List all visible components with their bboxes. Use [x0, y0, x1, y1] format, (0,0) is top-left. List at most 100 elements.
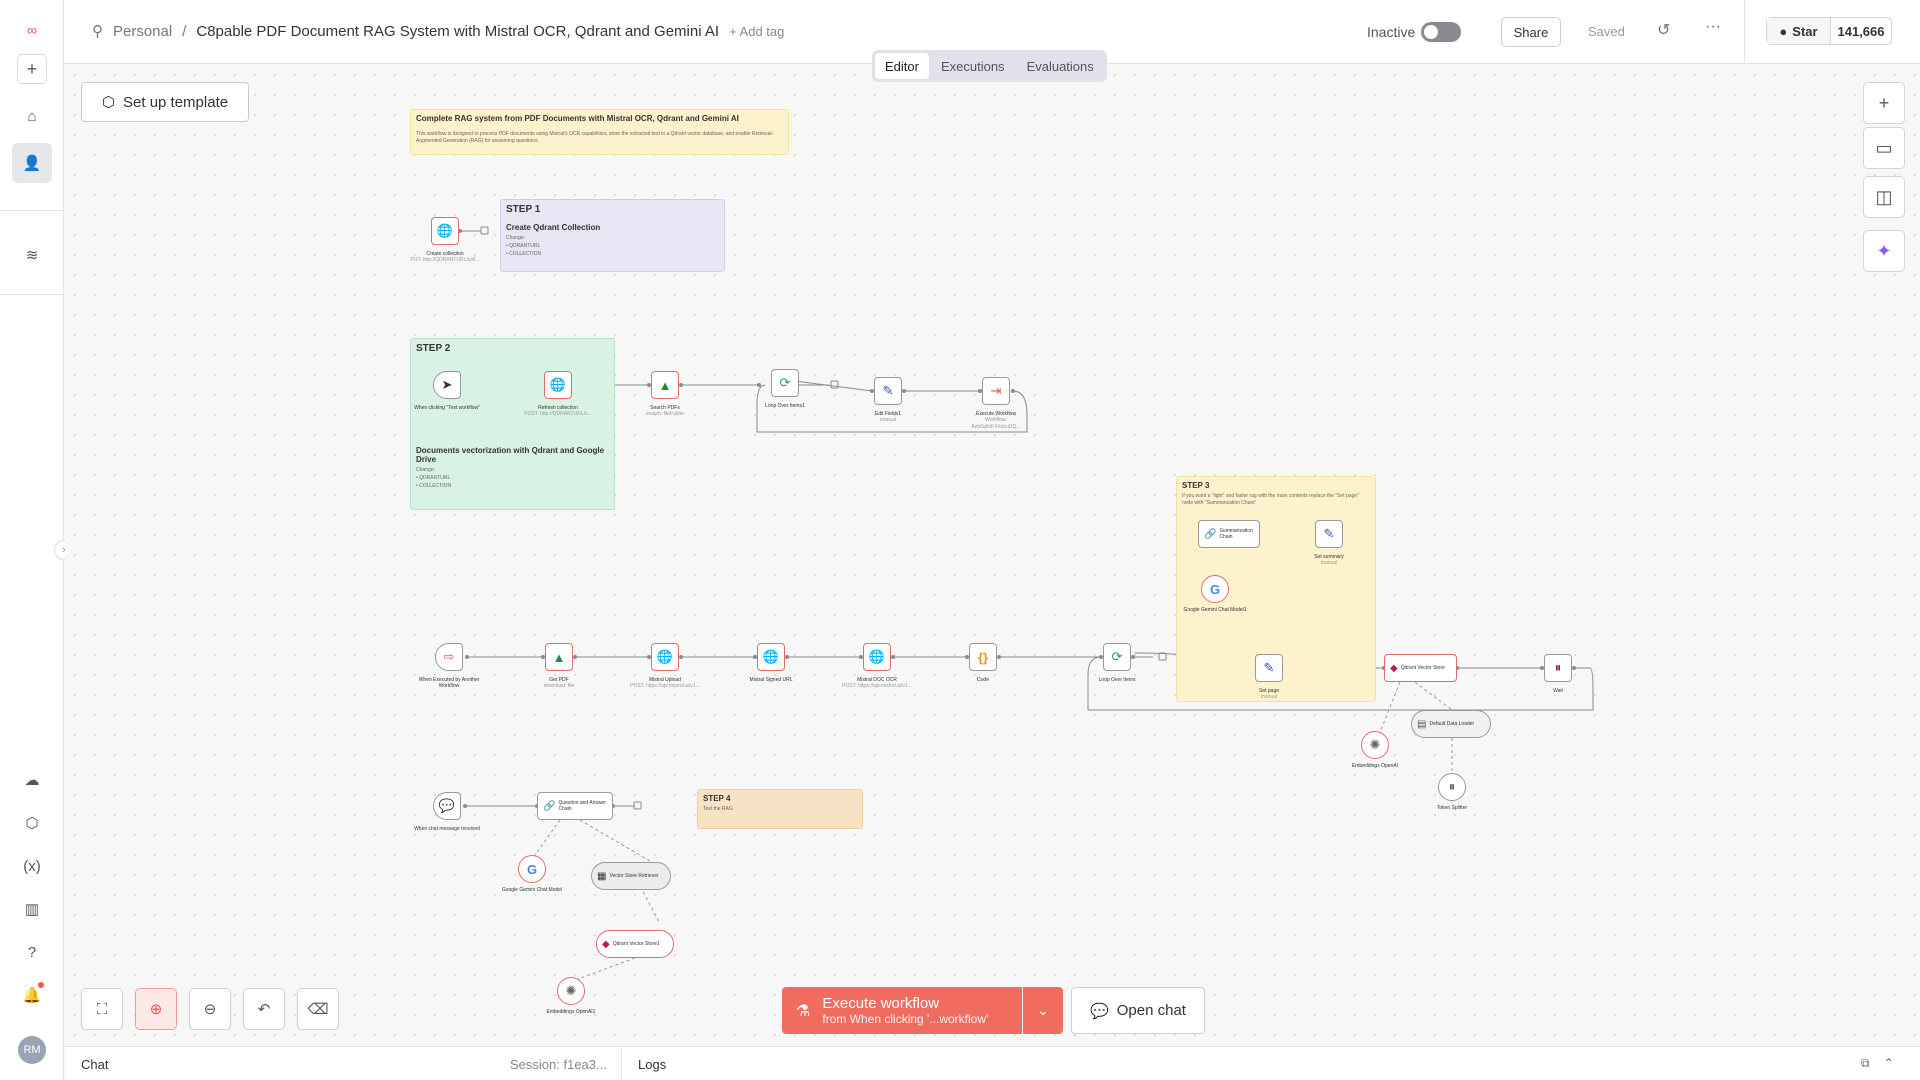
- sticky-note-step4[interactable]: STEP 4 Test the RAG: [697, 789, 863, 829]
- session-id: Session: f1ea3...: [510, 1057, 607, 1072]
- breadcrumb-workspace[interactable]: Personal: [113, 22, 173, 40]
- breadcrumb: ⚲ Personal / C8pable PDF Document RAG Sy…: [92, 22, 785, 41]
- chat-panel-label[interactable]: Chat: [81, 1057, 109, 1072]
- node-label: Embeddings OpenAI: [1351, 763, 1399, 769]
- user-icon[interactable]: 👤: [12, 143, 52, 183]
- sticky-note-step2[interactable]: STEP 2 Documents vectorization with Qdra…: [410, 338, 615, 510]
- node-mistral-upload[interactable]: 🌐: [651, 643, 679, 671]
- node-code[interactable]: {}: [969, 643, 997, 671]
- node-subtitle: manual: [1260, 694, 1278, 701]
- node-get-pdf[interactable]: ▲: [545, 643, 573, 671]
- node-qa-chain[interactable]: 🔗Question and Answer Chain: [537, 792, 613, 820]
- chevron-down-icon[interactable]: ⌄: [1023, 987, 1063, 1034]
- logs-panel-label[interactable]: Logs: [638, 1057, 667, 1072]
- pause-icon: ⏸: [1554, 660, 1562, 675]
- layers-icon[interactable]: ≋: [25, 247, 39, 264]
- node-refresh-collection[interactable]: 🌐: [544, 371, 572, 399]
- node-gemini-chat-model1[interactable]: G: [1201, 575, 1229, 603]
- link-icon: 🔗: [543, 800, 556, 812]
- node-default-data-loader[interactable]: ▤Default Data Loader: [1411, 710, 1491, 738]
- workflow-canvas[interactable]: ⬡Set up template Complete RAG system fro…: [65, 65, 1920, 1045]
- sticky-note-intro[interactable]: Complete RAG system from PDF Documents w…: [410, 109, 789, 155]
- node-create-collection[interactable]: 🌐: [431, 217, 459, 245]
- node-label: Token Splitter: [1436, 805, 1468, 811]
- execute-workflow-button[interactable]: ⚗ Execute workflow from When clicking '.…: [782, 987, 1022, 1034]
- loop-icon: ⟳: [779, 375, 791, 390]
- node-embeddings-openai[interactable]: ✺: [1361, 731, 1389, 759]
- home-icon[interactable]: ⌂: [27, 107, 37, 125]
- add-node-icon[interactable]: +: [1863, 82, 1905, 124]
- panel-icon[interactable]: ◫: [1863, 176, 1905, 218]
- github-star-button[interactable]: ●Star 141,666: [1766, 17, 1892, 45]
- node-executed-trigger[interactable]: ⇨: [435, 643, 463, 671]
- plus-icon[interactable]: +: [17, 54, 47, 84]
- node-token-splitter[interactable]: ⏸: [1438, 773, 1466, 801]
- node-set-page[interactable]: ✎: [1255, 654, 1283, 682]
- pencil-icon: ✎: [1323, 526, 1335, 541]
- node-label: Wait: [1553, 688, 1563, 694]
- setup-template-button[interactable]: ⬡Set up template: [81, 82, 249, 122]
- avatar[interactable]: RM: [18, 1036, 46, 1064]
- openai-icon: ✺: [1369, 737, 1381, 752]
- n8n-logo-icon[interactable]: ∞: [27, 22, 37, 38]
- zoom-fit-icon[interactable]: ⛶: [81, 988, 123, 1030]
- node-loop-over-items1[interactable]: ⟳: [771, 369, 799, 397]
- note-title: STEP 1: [506, 204, 541, 215]
- view-tabs: Editor Executions Evaluations: [872, 50, 1107, 82]
- bell-icon[interactable]: 🔔: [22, 987, 42, 1004]
- eraser-icon[interactable]: ⌫: [297, 988, 339, 1030]
- open-chat-button[interactable]: 💬Open chat: [1071, 987, 1205, 1034]
- node-mistral-signed-url[interactable]: 🌐: [757, 643, 785, 671]
- node-wait[interactable]: ⏸: [1544, 654, 1572, 682]
- node-qdrant-vector-store1[interactable]: ◆Qdrant Vector Store1: [596, 930, 674, 958]
- undo-icon[interactable]: ↶: [243, 988, 285, 1030]
- node-embeddings-openai1[interactable]: ✺: [557, 977, 585, 1005]
- execute-label: Execute workflow: [822, 995, 940, 1012]
- zoom-out-icon[interactable]: ⊖: [189, 988, 231, 1030]
- ellipsis-icon[interactable]: ···: [1705, 18, 1721, 35]
- node-loop-over-items[interactable]: ⟳: [1103, 643, 1131, 671]
- node-subtitle: POST: http://QDRANTURL/c...: [524, 411, 592, 418]
- note-text: Change:: [506, 235, 525, 241]
- node-set-summary[interactable]: ✎: [1315, 520, 1343, 548]
- pencil-icon: ✎: [1263, 660, 1275, 675]
- share-button[interactable]: Share: [1501, 17, 1561, 47]
- sticky-note-step1[interactable]: STEP 1 Create Qdrant Collection Change: …: [500, 199, 725, 272]
- node-qdrant-vector-store[interactable]: ◆Qdrant Vector Store: [1384, 654, 1457, 682]
- node-edit-fields1[interactable]: ✎: [874, 377, 902, 405]
- panel-controls: ⧉ ⌃: [1861, 1056, 1894, 1071]
- node-execute-workflow[interactable]: ⇥: [982, 377, 1010, 405]
- saved-status: Saved: [1588, 24, 1625, 39]
- tab-editor[interactable]: Editor: [875, 53, 929, 79]
- ai-sparkle-icon[interactable]: ✦: [1863, 230, 1905, 272]
- add-tag-button[interactable]: + Add tag: [729, 23, 785, 39]
- node-title: Summarization Chain: [1219, 528, 1253, 540]
- workflow-title[interactable]: C8pable PDF Document RAG System with Mis…: [196, 22, 720, 40]
- node-vector-store-retriever[interactable]: ▦Vector Store Retriever: [591, 862, 671, 890]
- zoom-in-icon[interactable]: ⊕: [135, 988, 177, 1030]
- sticky-note-icon[interactable]: ▭: [1863, 127, 1905, 169]
- cube-icon[interactable]: ⬡: [25, 815, 39, 832]
- node-summarization-chain[interactable]: 🔗Summarization Chain: [1198, 520, 1260, 548]
- node-manual-trigger[interactable]: ➤: [433, 371, 461, 399]
- history-icon[interactable]: ↺: [1657, 22, 1671, 39]
- tab-evaluations[interactable]: Evaluations: [1026, 58, 1094, 74]
- chart-icon[interactable]: ▥: [24, 901, 40, 918]
- chevron-up-icon[interactable]: ⌃: [1883, 1056, 1894, 1070]
- cloud-icon[interactable]: ☁: [24, 772, 40, 789]
- variables-icon[interactable]: (x): [23, 857, 41, 875]
- node-search-pdfs[interactable]: ▲: [651, 371, 679, 399]
- node-chat-trigger[interactable]: 💬: [433, 792, 461, 820]
- popout-icon[interactable]: ⧉: [1861, 1056, 1870, 1070]
- node-gemini-chat-model[interactable]: G: [518, 855, 546, 883]
- active-toggle[interactable]: [1421, 22, 1461, 42]
- left-sidebar: ∞ + ⌂ 👤 ≋ ☁ ⬡ (x) ▥ ? 🔔 RM: [0, 0, 64, 1080]
- help-icon[interactable]: ?: [27, 943, 37, 961]
- node-mistral-doc-ocr[interactable]: 🌐: [863, 643, 891, 671]
- node-title: Qdrant Vector Store1: [612, 941, 660, 947]
- tab-executions[interactable]: Executions: [940, 58, 1005, 74]
